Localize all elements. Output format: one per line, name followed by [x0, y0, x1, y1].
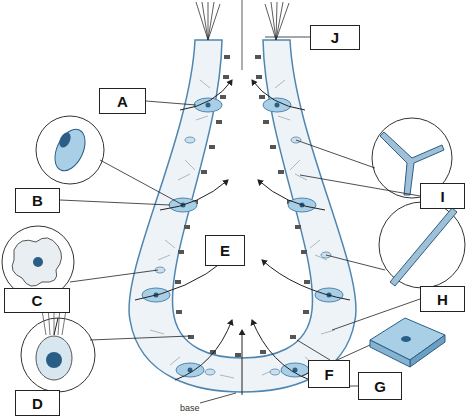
callout-box: H — [420, 286, 465, 312]
callout-letter: B — [32, 192, 43, 209]
porocyte-inset — [49, 125, 91, 176]
callout-letter: I — [440, 188, 444, 205]
callout-box: J — [310, 25, 360, 50]
callout-box: E — [205, 235, 245, 266]
callout-box: B — [15, 188, 60, 213]
callout-letter: E — [220, 242, 230, 259]
leader-lines — [60, 37, 420, 403]
callout-letter: G — [374, 378, 386, 395]
amoebocytes — [155, 137, 331, 375]
monaxon-spicule — [390, 208, 457, 286]
choanocyte-inset — [36, 305, 72, 380]
callout-letter: F — [324, 366, 333, 383]
inset-circles — [2, 116, 465, 392]
water-flow-arrows — [135, 80, 350, 395]
callout-box: I — [420, 183, 465, 209]
callout-letter: H — [437, 291, 448, 308]
amoebocyte-nucleus — [33, 257, 43, 267]
callout-box: D — [15, 390, 60, 416]
callout-box: G — [358, 372, 402, 400]
osculum-spicules — [196, 0, 289, 70]
callout-letter: A — [117, 93, 128, 110]
callout-box: C — [4, 288, 70, 313]
callout-box: A — [99, 88, 146, 114]
pinacocyte-inset — [370, 318, 445, 367]
callout-letter: J — [331, 29, 339, 46]
amoebocyte-inset — [12, 238, 61, 286]
callout-box: F — [308, 360, 350, 388]
part-label: base — [180, 403, 200, 413]
callout-letter: D — [32, 395, 43, 412]
callout-letter: C — [32, 292, 43, 309]
